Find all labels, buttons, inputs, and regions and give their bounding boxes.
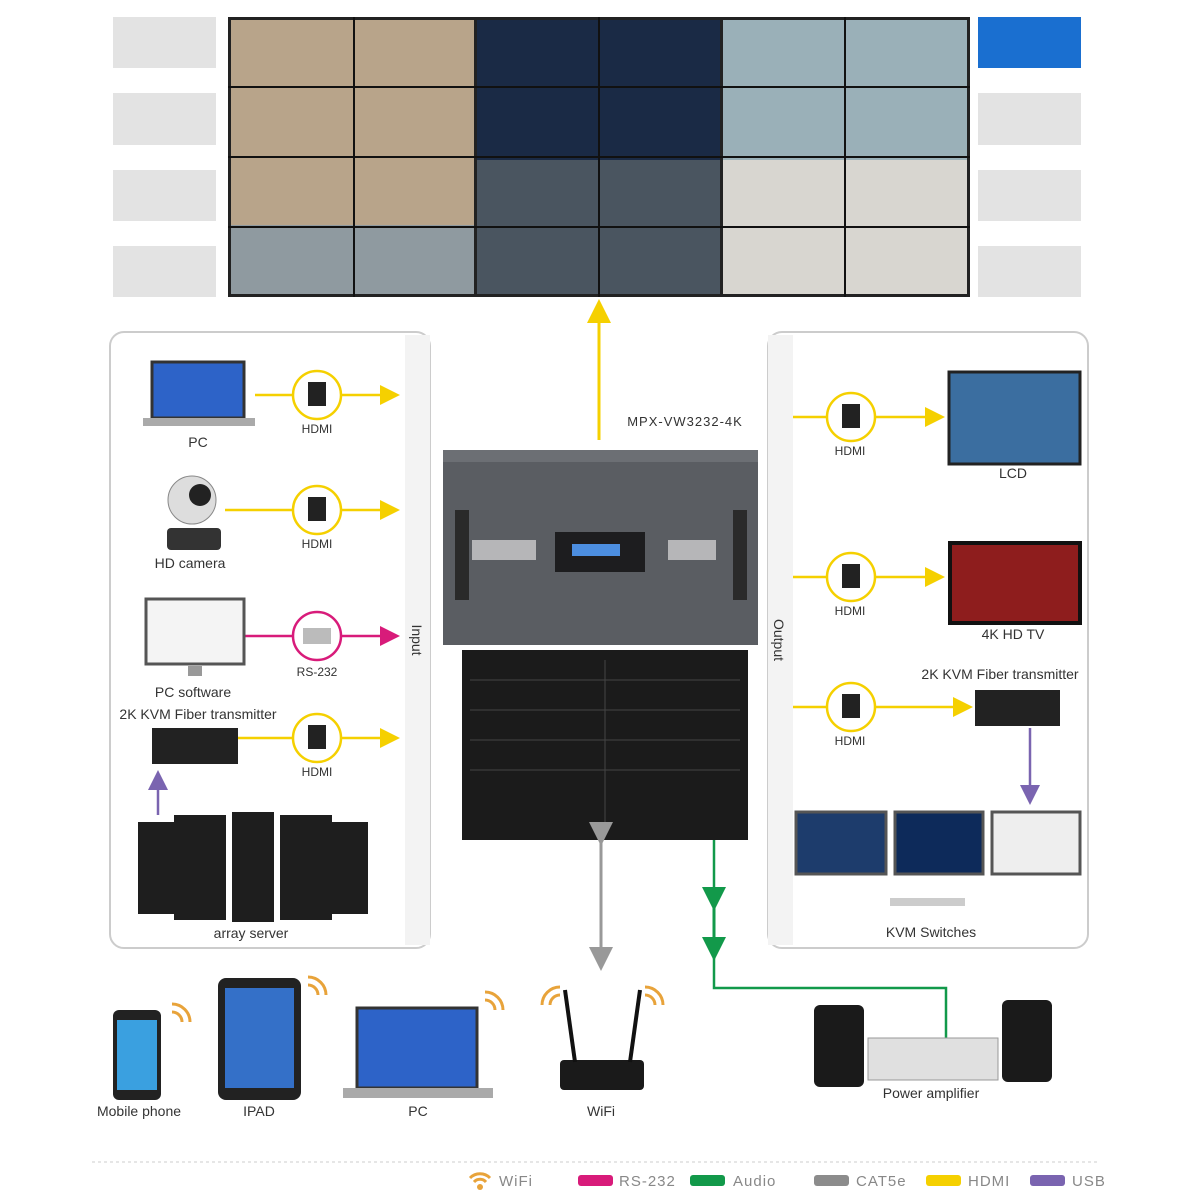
wifi-router-image bbox=[560, 989, 644, 1090]
source-label-hd-camera: HD camera bbox=[155, 555, 226, 571]
device-label-pc: PC bbox=[408, 1103, 427, 1119]
cable-label: RS-232 bbox=[297, 665, 338, 679]
ipad-image bbox=[218, 978, 301, 1100]
kvm-switches-label: KVM Switches bbox=[886, 924, 976, 940]
legend-swatch-audio bbox=[690, 1175, 725, 1186]
source-label-kvm-transmitter: 2K KVM Fiber transmitter bbox=[119, 706, 276, 722]
source-label-pc-software: PC software bbox=[155, 684, 231, 700]
device-model-label: MPX-VW3232-4K bbox=[627, 414, 743, 429]
video-wall bbox=[228, 17, 970, 297]
array-server-label: array server bbox=[214, 925, 289, 941]
pc-laptop-bottom-image bbox=[343, 1006, 493, 1098]
sink-label-4k-tv: 4K HD TV bbox=[982, 626, 1045, 642]
mobile-phone-image bbox=[113, 1010, 161, 1100]
svg-text:Audio: Audio bbox=[733, 1173, 776, 1190]
device-label-mobile: Mobile phone bbox=[97, 1103, 181, 1119]
hd-camera-image bbox=[167, 475, 221, 550]
cable-label: HDMI bbox=[302, 422, 333, 436]
cable-label: HDMI bbox=[835, 734, 866, 748]
cable-label: HDMI bbox=[835, 444, 866, 458]
device-label-ipad: IPAD bbox=[243, 1103, 275, 1119]
svg-text:HDMI: HDMI bbox=[968, 1173, 1010, 1190]
sink-label-lcd: LCD bbox=[999, 465, 1027, 481]
wifi-signal-icons bbox=[171, 975, 665, 1023]
power-amplifier-image bbox=[814, 1000, 1052, 1087]
legend-swatch-usb bbox=[1030, 1175, 1065, 1186]
kvm-transmitter-image bbox=[152, 728, 238, 764]
legend-swatch-rs232 bbox=[578, 1175, 613, 1186]
array-server-image bbox=[138, 812, 368, 922]
4k-tv-image bbox=[948, 541, 1082, 625]
input-title: Input bbox=[409, 624, 425, 655]
pc-laptop-image bbox=[143, 360, 255, 426]
legend-swatch-hdmi bbox=[926, 1175, 961, 1186]
cable-label: HDMI bbox=[302, 765, 333, 779]
legend: WiFi RS-232 Audio CAT5e HDMI USB bbox=[468, 1172, 1106, 1190]
layout-tiles-right bbox=[978, 17, 1081, 297]
layout-tiles-left bbox=[113, 17, 216, 297]
svg-text:RS-232: RS-232 bbox=[619, 1173, 676, 1190]
output-title: Output bbox=[771, 619, 787, 661]
svg-text:CAT5e: CAT5e bbox=[856, 1173, 907, 1190]
kvm-receiver-image bbox=[975, 690, 1060, 726]
legend-swatch-cat5e bbox=[814, 1175, 849, 1186]
sink-label-kvm-transmitter: 2K KVM Fiber transmitter bbox=[921, 666, 1078, 682]
device-label-wifi: WiFi bbox=[587, 1103, 615, 1119]
kvm-monitors-image bbox=[794, 810, 1082, 906]
cable-label: HDMI bbox=[302, 537, 333, 551]
svg-text:USB: USB bbox=[1072, 1173, 1106, 1190]
pc-software-monitor-image bbox=[144, 597, 246, 676]
wifi-icon bbox=[468, 1172, 492, 1184]
matrix-switcher-device bbox=[443, 450, 758, 840]
cable-label: HDMI bbox=[835, 604, 866, 618]
source-label-pc: PC bbox=[188, 434, 207, 450]
svg-text:WiFi: WiFi bbox=[499, 1173, 533, 1190]
lcd-wall-image bbox=[947, 370, 1082, 466]
cable-icons-input bbox=[291, 369, 343, 764]
device-label-power-amplifier: Power amplifier bbox=[883, 1085, 980, 1101]
